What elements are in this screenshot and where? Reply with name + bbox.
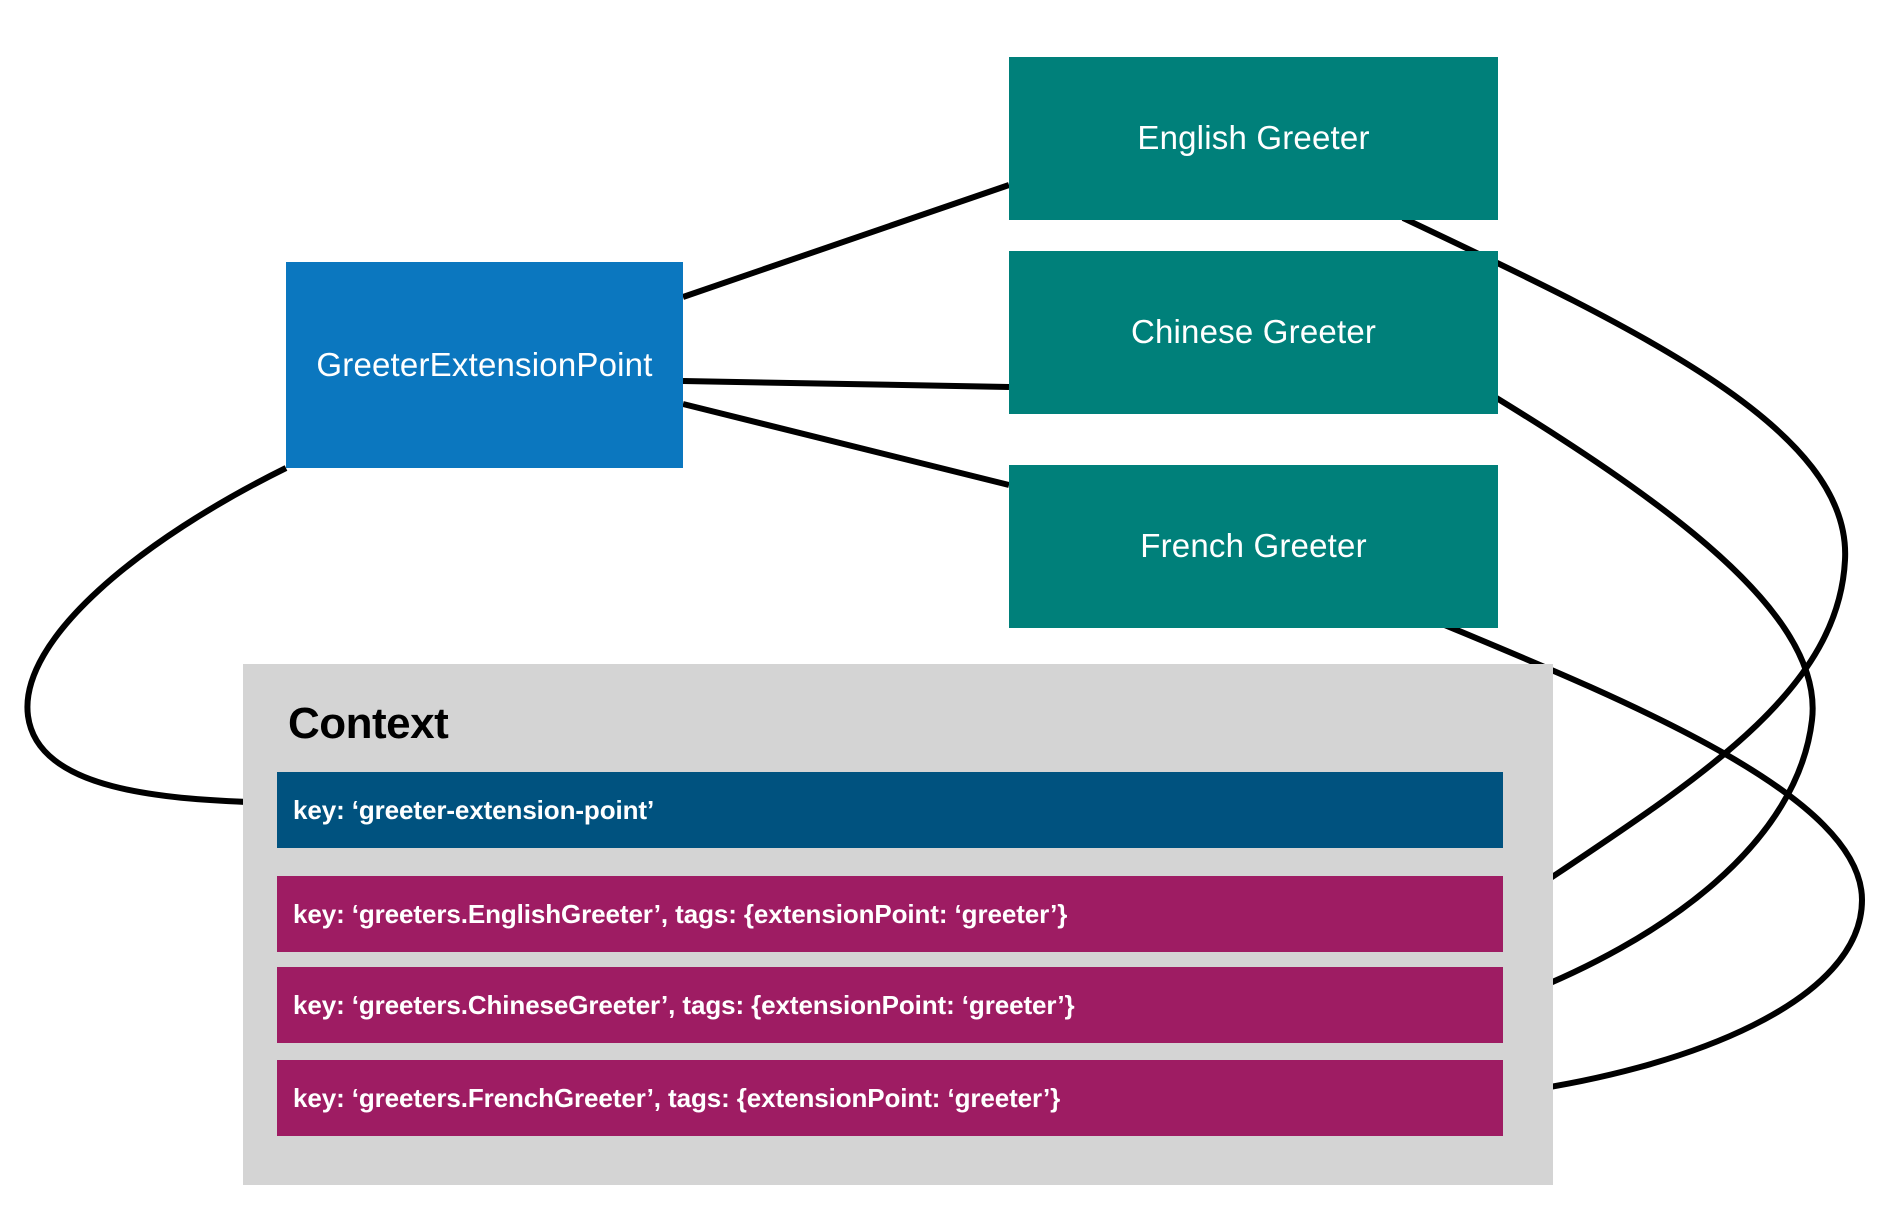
node-label: GreeterExtensionPoint [316, 345, 653, 383]
context-entry-english-greeter[interactable]: key: ‘greeters.EnglishGreeter’, tags: {e… [277, 876, 1503, 952]
node-label: Chinese Greeter [1130, 313, 1377, 351]
node-english-greeter[interactable]: English Greeter [1009, 57, 1498, 220]
edge-ep-to-chinese [682, 378, 1010, 390]
node-label: English Greeter [1137, 119, 1370, 157]
context-panel-title: Context [288, 699, 449, 748]
node-greeter-extension-point[interactable]: GreeterExtensionPoint [286, 262, 683, 468]
context-entry-chinese-greeter[interactable]: key: ‘greeters.ChineseGreeter’, tags: {e… [277, 967, 1503, 1043]
edge-ep-to-english [682, 182, 1010, 300]
context-entry-greeter-extension-point[interactable]: key: ‘greeter-extension-point’ [277, 772, 1503, 848]
context-entry-label: key: ‘greeters.FrenchGreeter’, tags: {ex… [293, 1082, 1061, 1113]
edge-ep-to-french [682, 401, 1010, 488]
node-chinese-greeter[interactable]: Chinese Greeter [1009, 251, 1498, 414]
node-label: French Greeter [1140, 527, 1367, 565]
context-panel: Context key: ‘greeter-extension-point’ k… [243, 664, 1553, 1185]
node-french-greeter[interactable]: French Greeter [1009, 465, 1498, 628]
context-entry-label: key: ‘greeter-extension-point’ [293, 794, 655, 825]
context-entry-label: key: ‘greeters.ChineseGreeter’, tags: {e… [293, 989, 1075, 1020]
context-entry-french-greeter[interactable]: key: ‘greeters.FrenchGreeter’, tags: {ex… [277, 1060, 1503, 1136]
context-entry-label: key: ‘greeters.EnglishGreeter’, tags: {e… [293, 898, 1068, 929]
